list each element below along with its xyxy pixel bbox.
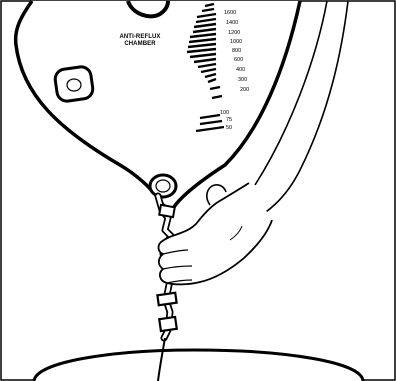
scale-label-50: 50 [226,125,232,131]
scale-label-600: 600 [234,57,243,63]
scale-label-75: 75 [226,117,232,123]
collection-basin [34,350,363,381]
drain-port [150,175,176,197]
hanging-hole [54,66,94,103]
scale-label-1400: 1400 [226,20,238,26]
scale-label-300: 300 [238,77,247,83]
chamber-label: ANTI-REFLUX CHAMBER [119,34,160,47]
scale-label-1600: 1600 [224,10,236,16]
scale-label-100: 100 [220,110,229,116]
chamber-label-line2: CHAMBER [124,41,156,47]
scale-label-200: 200 [240,87,249,93]
scale-label-400: 400 [236,67,245,73]
scale-label-1200: 1200 [228,30,240,36]
scale-label-1000: 1000 [230,39,242,45]
chamber-label-line1: ANTI-REFLUX [119,34,160,40]
scale-label-800: 800 [232,48,241,54]
